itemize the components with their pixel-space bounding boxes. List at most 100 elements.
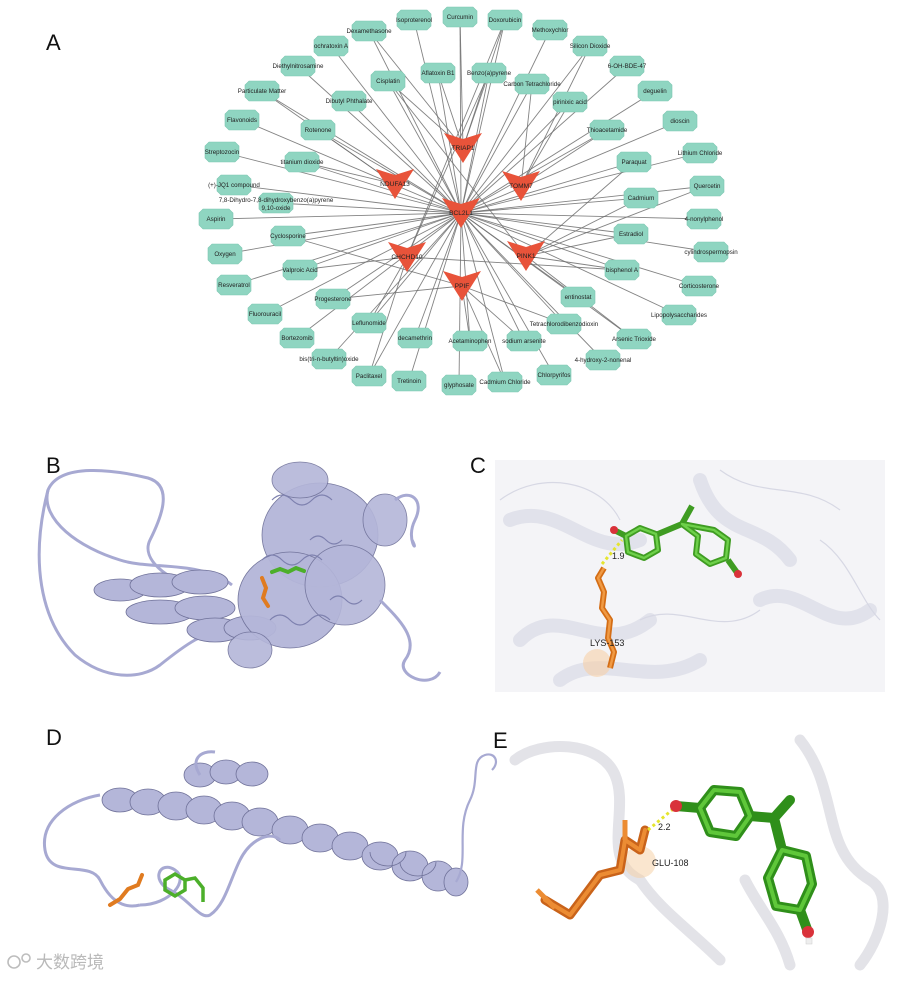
- network-edge: [460, 212, 680, 316]
- compound-label: 6-OH-BDE-47: [608, 63, 647, 70]
- hbond-e: [647, 808, 673, 832]
- network-edge: [215, 212, 462, 220]
- network-edge: [224, 212, 462, 255]
- compound-label: Aspirin: [207, 216, 226, 223]
- target-label: PINK1: [516, 253, 535, 260]
- residue-b: [260, 576, 270, 608]
- network-edge: [299, 212, 462, 271]
- docking-view-e: 2.2 GLU-108: [509, 734, 889, 971]
- watermark: 大数跨境: [7, 953, 104, 973]
- compound-node: Isoproterenol: [396, 9, 432, 31]
- compound-node-shape: [315, 288, 351, 310]
- compound-label: Dexamethasone: [346, 28, 392, 35]
- compound-node: Rotenone: [300, 119, 336, 141]
- compound-node: pirinixic acid: [552, 91, 587, 113]
- network-edge: [460, 212, 623, 271]
- network-edge: [413, 19, 462, 214]
- compound-node: deguelin: [637, 80, 673, 102]
- network-edge: [459, 16, 462, 214]
- network-edge: [233, 212, 462, 286]
- compound-node: bisphenol A: [604, 259, 640, 281]
- compound-node-shape: [585, 349, 621, 371]
- compound-node-shape: [441, 374, 477, 396]
- compound-node-shape: [258, 192, 294, 214]
- compound-label: Thioacetamide: [587, 127, 628, 134]
- compound-node-shape: [280, 55, 316, 77]
- compound-node-shape: [681, 275, 717, 297]
- compound-node: Cyclosporine: [270, 225, 306, 247]
- compound-label: bisphenol A: [606, 267, 639, 274]
- compound-label: Isoproterenol: [396, 17, 432, 24]
- compound-node-shape: [506, 330, 542, 352]
- compound-node: Aspirin: [198, 208, 234, 230]
- ligand-b: [270, 565, 306, 575]
- compound-node-shape: [224, 109, 260, 131]
- compound-label: cylindrospermopsin: [684, 249, 738, 256]
- compound-label: titanium dioxide: [281, 159, 325, 166]
- compound-node-shape: [487, 9, 523, 31]
- network-edge: [459, 16, 464, 149]
- compound-label: Aflatoxin B1: [421, 70, 455, 77]
- compound-node-shape: [589, 119, 625, 141]
- target-node: PINK1: [507, 241, 545, 271]
- compound-node: 6-OH-BDE-47: [608, 55, 647, 77]
- compound-label: Cisplatin: [376, 78, 400, 85]
- compound-node-shape: [397, 327, 433, 349]
- target-node: NDUFA13: [376, 169, 414, 199]
- compound-label: Particulate Matter: [238, 88, 287, 95]
- compound-node-shape: [661, 304, 697, 326]
- compound-node-shape: [662, 110, 698, 132]
- network-edge: [301, 161, 462, 214]
- protein-loop-b2: [37, 489, 231, 677]
- network-edge: [460, 212, 712, 253]
- compound-node: Curcumin: [442, 6, 478, 28]
- compound-node: bis(tri-n-butyltin)oxide: [299, 348, 359, 370]
- compound-node: Progesterone: [314, 288, 352, 310]
- ligand-d: [163, 871, 205, 902]
- compound-label: Arsenic Trioxide: [612, 336, 657, 343]
- network-edge: [525, 161, 635, 257]
- network-edge: [520, 101, 571, 187]
- target-node-shape: [442, 198, 480, 228]
- target-label: NDUFA13: [380, 181, 410, 188]
- residue-label-c: LYS-153: [590, 638, 624, 648]
- compound-node-shape: [546, 313, 582, 335]
- compound-node-shape: [351, 20, 387, 42]
- compound-node: decamethrin: [397, 327, 433, 349]
- compound-node: sodium arsenite: [502, 330, 546, 352]
- compound-node-shape: [686, 208, 722, 230]
- compound-label: Oxygen: [214, 251, 236, 258]
- hbond-c: [600, 539, 624, 565]
- network-edge: [460, 45, 591, 214]
- compound-node: Benzo(a)pyrene: [467, 62, 512, 84]
- oxygen-c2: [734, 570, 742, 578]
- target-label: TRIAP1: [451, 145, 474, 152]
- compound-node: Tretinoin: [391, 370, 427, 392]
- compound-node: Particulate Matter: [238, 80, 287, 102]
- target-label: BCL2L1: [449, 210, 473, 217]
- compound-node-shape: [613, 223, 649, 245]
- compound-node-shape: [487, 371, 523, 393]
- compound-node: Acetaminophen: [449, 330, 492, 352]
- compound-node-shape: [536, 364, 572, 386]
- compound-node-shape: [693, 241, 729, 263]
- compound-node-shape: [604, 259, 640, 281]
- network-edge: [332, 285, 463, 300]
- compound-node: Cadmium: [623, 187, 659, 209]
- compound-label: Leflunomide: [352, 320, 386, 327]
- panel-label-e: E: [493, 728, 508, 753]
- compound-label: Rotenone: [305, 127, 332, 134]
- network-edge: [460, 129, 608, 214]
- target-node-shape: [443, 271, 481, 301]
- network-edge: [368, 256, 408, 377]
- compound-node-shape: [351, 365, 387, 387]
- network-edge: [368, 30, 462, 214]
- compound-node: Leflunomide: [351, 312, 386, 334]
- network-edge: [458, 212, 462, 386]
- docking-background-c: [495, 460, 885, 692]
- target-node-shape: [376, 169, 414, 199]
- compound-label: Cyclosporine: [270, 233, 306, 240]
- target-node: BCL2L1: [442, 198, 480, 228]
- network-edge: [460, 212, 565, 325]
- network-edge: [387, 80, 462, 214]
